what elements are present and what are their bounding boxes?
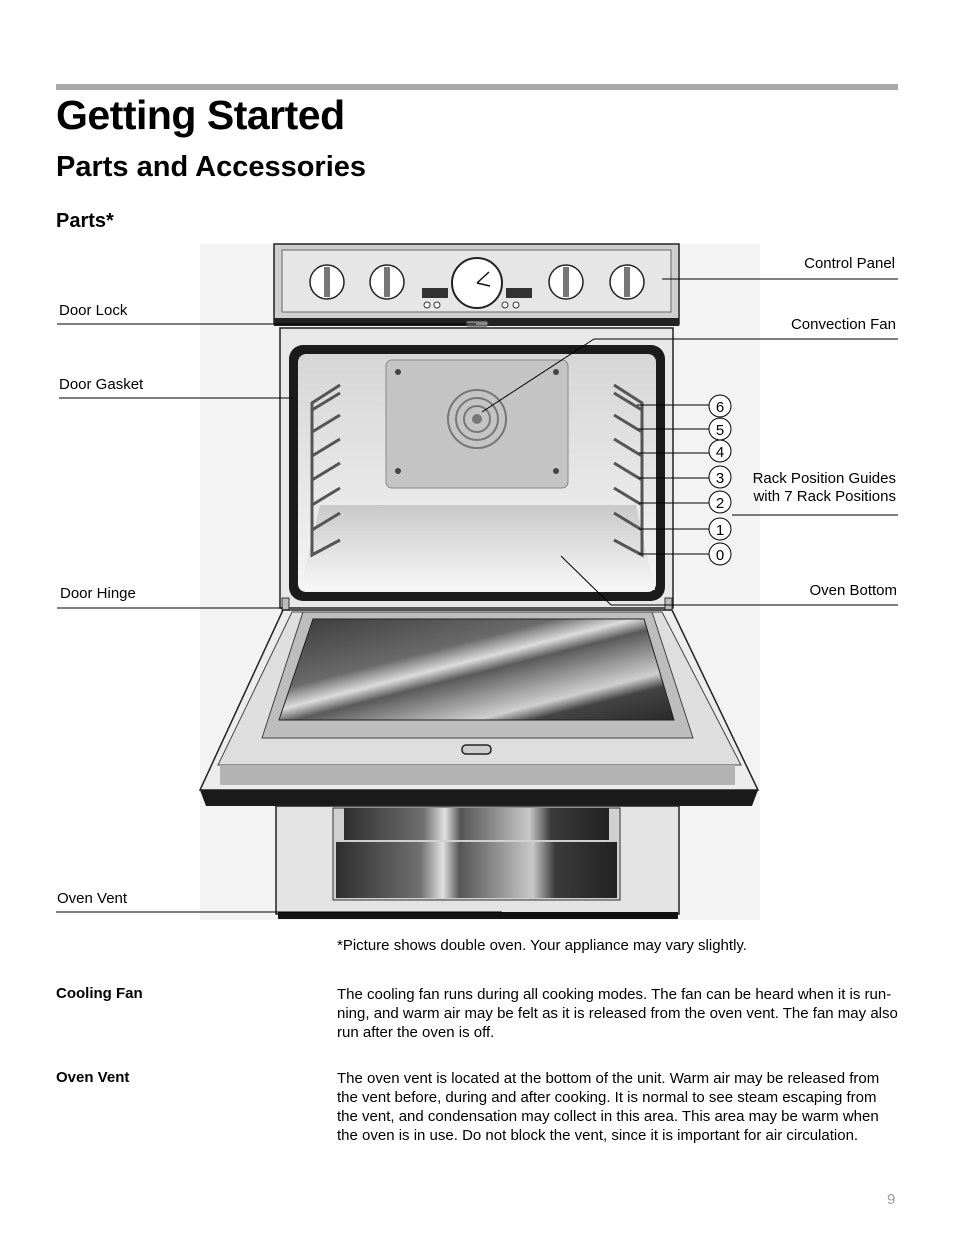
section-heading: Parts and Accessories (56, 151, 367, 183)
knob-icon (309, 264, 345, 300)
term-cooling-fan: Cooling Fan (56, 985, 143, 1002)
page-number: 9 (887, 1191, 896, 1208)
label-door-hinge: Door Hinge (60, 585, 136, 602)
knob-icon (548, 264, 584, 300)
rack-position-label: 6 (716, 399, 724, 416)
knob-icon (609, 264, 645, 300)
rack-position-label: 5 (716, 422, 724, 439)
label-rack-guides-line2: with 7 Rack Positions (752, 488, 896, 505)
definition-oven-vent: The oven vent is located at the bottom o… (337, 1070, 880, 1144)
subsection-heading: Parts* (56, 210, 114, 232)
rack-position-label: 0 (716, 547, 724, 564)
fan-icon (447, 389, 507, 449)
label-oven-vent: Oven Vent (57, 890, 128, 907)
rack-position-label: 2 (716, 495, 724, 512)
term-oven-vent: Oven Vent (56, 1069, 130, 1086)
label-door-gasket: Door Gasket (59, 376, 144, 393)
figure-caption: *Picture shows double oven. Your applian… (337, 937, 747, 954)
oven-door (198, 597, 760, 806)
label-convection-fan: Convection Fan (791, 316, 896, 333)
label-rack-guides-line1: Rack Position Guides (753, 470, 896, 487)
rack-guide-left (310, 383, 341, 558)
rack-position-markers: 6 5 4 3 2 1 0 (708, 394, 732, 566)
rack-position-label: 4 (716, 444, 724, 461)
control-panel (273, 243, 680, 326)
label-control-panel: Control Panel (804, 255, 895, 272)
rack-position-label: 1 (716, 522, 724, 539)
definition-cooling-fan: The cooling fan runs during all cooking … (337, 986, 898, 1041)
label-oven-bottom: Oven Bottom (809, 582, 897, 599)
knob-icon (369, 264, 405, 300)
rack-guide-right (613, 383, 644, 558)
label-door-lock: Door Lock (59, 302, 128, 319)
header-rule (56, 84, 898, 90)
oven-cavity (279, 320, 674, 609)
lower-oven (275, 805, 680, 919)
rack-position-label: 3 (716, 470, 724, 487)
page-title: Getting Started (56, 92, 345, 138)
leader-lines (56, 278, 898, 913)
clock-icon (451, 257, 503, 309)
